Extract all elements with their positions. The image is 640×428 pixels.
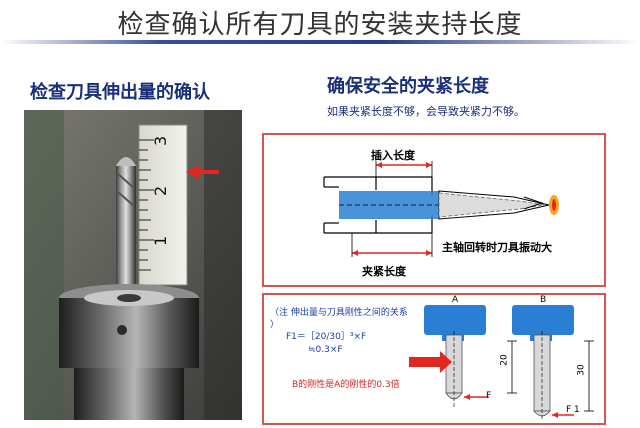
insert-length-label: 插入长度 (371, 149, 415, 162)
ruler-number-1: 1 (151, 236, 170, 246)
title-divider (0, 40, 640, 44)
dimension-a: 20 (499, 354, 510, 366)
rigidity-note-line-2: ） (270, 320, 280, 330)
dimension-b: 30 (576, 364, 587, 376)
rigidity-diagram: （注 伸出量与刀具刚性之间的关系 ） F1＝［20/30］³×F ≒0.3×F … (262, 293, 606, 425)
clamp-length-diagram: 插入长度 夹紧长度 主轴回转时刀具振动大 (262, 133, 606, 287)
rigidity-note-line-1: （注 伸出量与刀具刚性之间的关系 (270, 308, 408, 318)
tool-photo-illustration: 3 2 1 (24, 110, 242, 420)
clamp-warning-note: 如果夹紧长度不够，会导致夹紧力不够。 (327, 105, 525, 118)
end-mill (116, 166, 136, 296)
ruler-number-3: 3 (151, 136, 170, 146)
collet-holder (59, 298, 199, 368)
title-bar: 检查确认所有刀具的安装夹持长度 (0, 0, 640, 44)
left-heading: 检查刀具伸出量的确认 (30, 82, 210, 103)
rigidity-formula: F1＝［20/30］³×F (286, 332, 367, 342)
ruler-number-2: 2 (151, 186, 170, 196)
page-title: 检查确认所有刀具的安装夹持长度 (117, 10, 523, 40)
tool-a-label: A (452, 295, 459, 305)
holder-b (512, 305, 574, 335)
clamp-length-label: 夹紧长度 (362, 265, 406, 278)
holder-a (424, 305, 486, 335)
tool-photo: 3 2 1 (24, 110, 242, 420)
tool-b-label: B (540, 295, 547, 305)
right-heading: 确保安全的夹紧长度 (327, 76, 489, 97)
rigidity-drawing (409, 305, 594, 421)
force-b-label: F 1 (566, 405, 580, 415)
rigidity-conclusion: B的刚性是A的刚性的0.3倍 (292, 380, 400, 390)
clamp-length-drawing (323, 161, 559, 257)
force-arrow (409, 351, 452, 373)
rigidity-approximation: ≒0.3×F (308, 345, 343, 355)
vibration-label: 主轴回转时刀具振动大 (442, 241, 552, 254)
extension-arrow (186, 165, 219, 179)
force-a-label: F (486, 391, 492, 401)
